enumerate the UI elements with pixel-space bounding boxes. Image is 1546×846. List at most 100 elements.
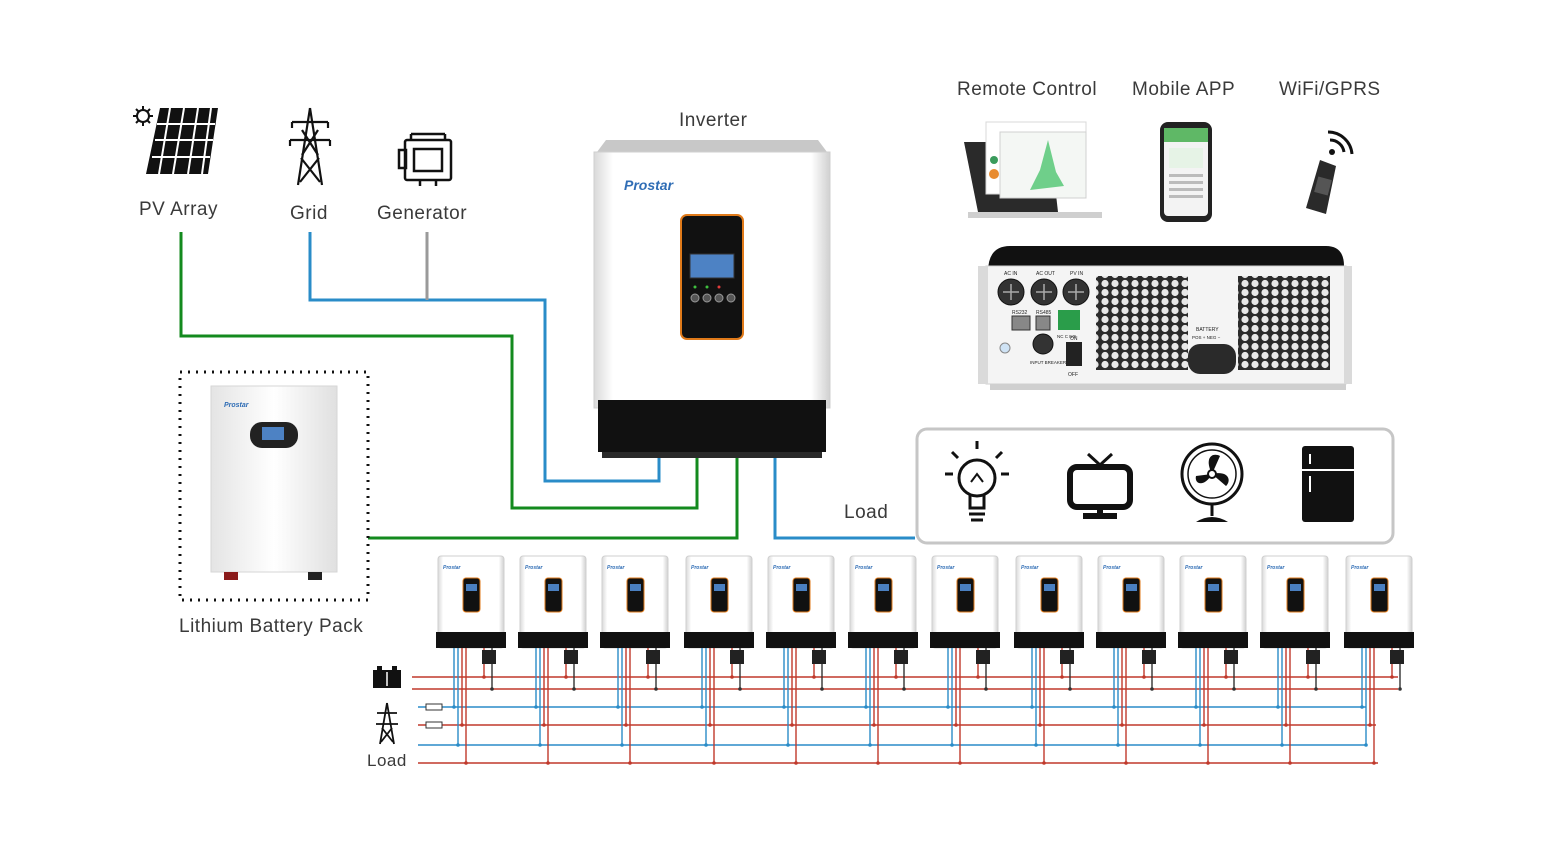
junction-dot xyxy=(1038,723,1042,727)
junction-dot xyxy=(1060,675,1064,679)
svg-text:OFF: OFF xyxy=(1068,372,1078,378)
pv-line xyxy=(179,232,699,510)
junction-dot xyxy=(1368,723,1372,727)
parallel-inverter xyxy=(599,555,671,649)
junction-dot xyxy=(1232,687,1236,691)
junction-dot xyxy=(782,705,786,709)
junction-dot xyxy=(1372,761,1376,765)
junction-dot xyxy=(616,705,620,709)
junction-dot xyxy=(564,675,568,679)
parallel-inverter xyxy=(1095,555,1167,649)
junction-dot xyxy=(490,687,494,691)
transmission-tower-icon xyxy=(288,107,332,186)
junction-dot xyxy=(958,761,962,765)
breaker-block xyxy=(1142,650,1156,664)
junction-dot xyxy=(730,675,734,679)
parallel-inverter xyxy=(683,555,755,649)
junction-dot xyxy=(1364,743,1368,747)
junction-dot xyxy=(738,687,742,691)
junction-dot xyxy=(1224,675,1228,679)
breaker-block xyxy=(1390,650,1404,664)
junction-dot xyxy=(984,687,988,691)
junction-dot xyxy=(700,705,704,709)
junction-dot xyxy=(812,675,816,679)
junction-dot xyxy=(456,743,460,747)
junction-dot xyxy=(646,675,650,679)
junction-dot xyxy=(872,723,876,727)
junction-dot xyxy=(654,687,658,691)
inverter-rear-panel: AC IN AC OUT PV IN RS232 RS485 NC C NO I… xyxy=(978,246,1352,390)
breaker-block xyxy=(646,650,660,664)
parallel-load-label: Load xyxy=(367,751,407,770)
junction-dot xyxy=(482,675,486,679)
junction-dot xyxy=(1276,705,1280,709)
tv-icon xyxy=(1067,452,1133,519)
junction-dot xyxy=(794,761,798,765)
svg-text:NC C NO: NC C NO xyxy=(1057,334,1076,339)
junction-dot xyxy=(628,761,632,765)
breaker-block xyxy=(812,650,826,664)
junction-dot xyxy=(1360,705,1364,709)
breaker-block xyxy=(1060,650,1074,664)
svg-text:ON: ON xyxy=(1070,336,1078,342)
breaker-block xyxy=(894,650,908,664)
bus-battery-icon xyxy=(373,666,401,688)
junction-dot xyxy=(712,761,716,765)
svg-text:PV IN: PV IN xyxy=(1070,271,1083,277)
junction-dot xyxy=(1280,743,1284,747)
junction-dot xyxy=(1112,705,1116,709)
breaker-block xyxy=(1306,650,1320,664)
junction-dot xyxy=(1206,761,1210,765)
junction-dot xyxy=(620,743,624,747)
junction-dot xyxy=(1068,687,1072,691)
junction-dot xyxy=(704,743,708,747)
pv-array-label: PV Array xyxy=(139,199,218,220)
fan-icon xyxy=(1180,442,1244,522)
junction-dot xyxy=(1034,743,1038,747)
junction-dot xyxy=(950,743,954,747)
junction-dot xyxy=(902,687,906,691)
breaker-block xyxy=(482,650,496,664)
inverter-drop-lines xyxy=(452,648,1404,765)
laptop-dashboard-icon xyxy=(964,121,1102,218)
junction-dot xyxy=(790,723,794,727)
junction-dot xyxy=(1042,761,1046,765)
brand-logo: Prostar xyxy=(624,177,675,193)
load-label: Load xyxy=(844,502,889,523)
junction-dot xyxy=(1198,743,1202,747)
generator-label: Generator xyxy=(377,203,468,224)
svg-text:AC IN: AC IN xyxy=(1004,271,1018,277)
parallel-inverter-row xyxy=(435,555,1415,649)
parallel-inverter xyxy=(1343,555,1415,649)
breaker-block xyxy=(730,650,744,664)
junction-dot xyxy=(452,705,456,709)
junction-dot xyxy=(572,687,576,691)
junction-dot xyxy=(894,675,898,679)
main-inverter: Prostar xyxy=(593,140,831,458)
svg-text:POS + NEG −: POS + NEG − xyxy=(1192,335,1221,340)
junction-dot xyxy=(868,743,872,747)
junction-dot xyxy=(534,705,538,709)
junction-dot xyxy=(546,761,550,765)
junction-dot xyxy=(1124,761,1128,765)
breaker-block xyxy=(976,650,990,664)
light-bulb-icon xyxy=(945,441,1009,522)
junction-dot xyxy=(1150,687,1154,691)
junction-dot xyxy=(946,705,950,709)
bus-tower-icon xyxy=(376,702,398,745)
parallel-inverter xyxy=(435,555,507,649)
junction-dot xyxy=(464,761,468,765)
junction-dot xyxy=(1314,687,1318,691)
smartphone-icon xyxy=(1160,122,1212,222)
junction-dot xyxy=(1202,723,1206,727)
refrigerator-icon xyxy=(1302,446,1354,522)
junction-dot xyxy=(1116,743,1120,747)
junction-dot xyxy=(708,723,712,727)
parallel-inverter xyxy=(1259,555,1331,649)
breaker-block xyxy=(1224,650,1238,664)
junction-dot xyxy=(1284,723,1288,727)
junction-dot xyxy=(820,687,824,691)
svg-text:RS485: RS485 xyxy=(1036,310,1052,316)
load-box xyxy=(915,427,1395,545)
junction-dot xyxy=(1306,675,1310,679)
